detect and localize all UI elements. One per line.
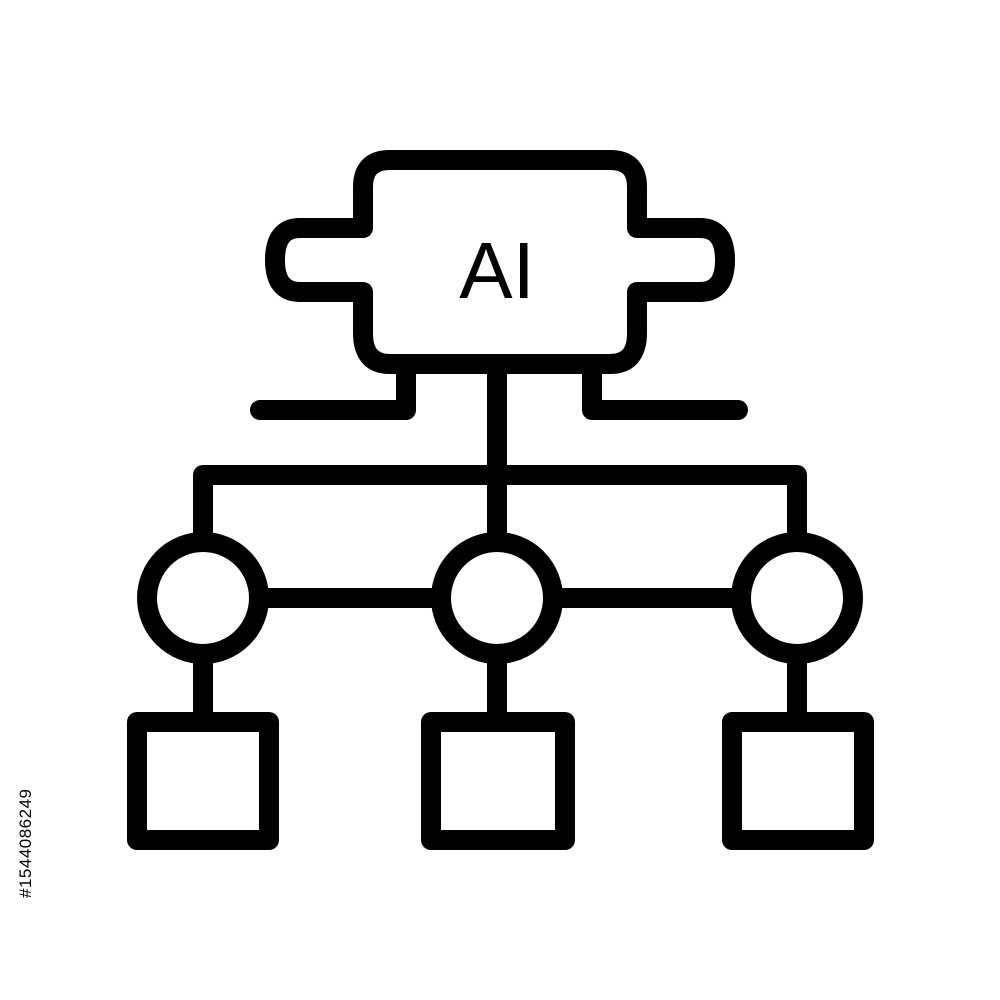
- ai-chip-outline: [265, 150, 735, 374]
- node-circle-icon: [137, 532, 269, 664]
- node-circle-icon: [431, 532, 563, 664]
- hub-connectors: [193, 354, 807, 550]
- ai-chip-icon: AI: [265, 150, 735, 374]
- left-bracket-line: [250, 354, 416, 420]
- node-circle-icon: [731, 532, 863, 664]
- ai-label: AI: [459, 226, 535, 315]
- leaf-square-icon: [421, 712, 575, 850]
- leaf-connectors: [193, 644, 807, 732]
- node-row: [137, 532, 863, 664]
- right-bracket-line: [582, 354, 748, 420]
- leaf-row: [127, 712, 874, 850]
- leaf-square-icon: [722, 712, 874, 850]
- stock-image-id: #1544086249: [16, 788, 35, 898]
- leaf-square-icon: [127, 712, 279, 850]
- distribution-bar: [193, 465, 807, 550]
